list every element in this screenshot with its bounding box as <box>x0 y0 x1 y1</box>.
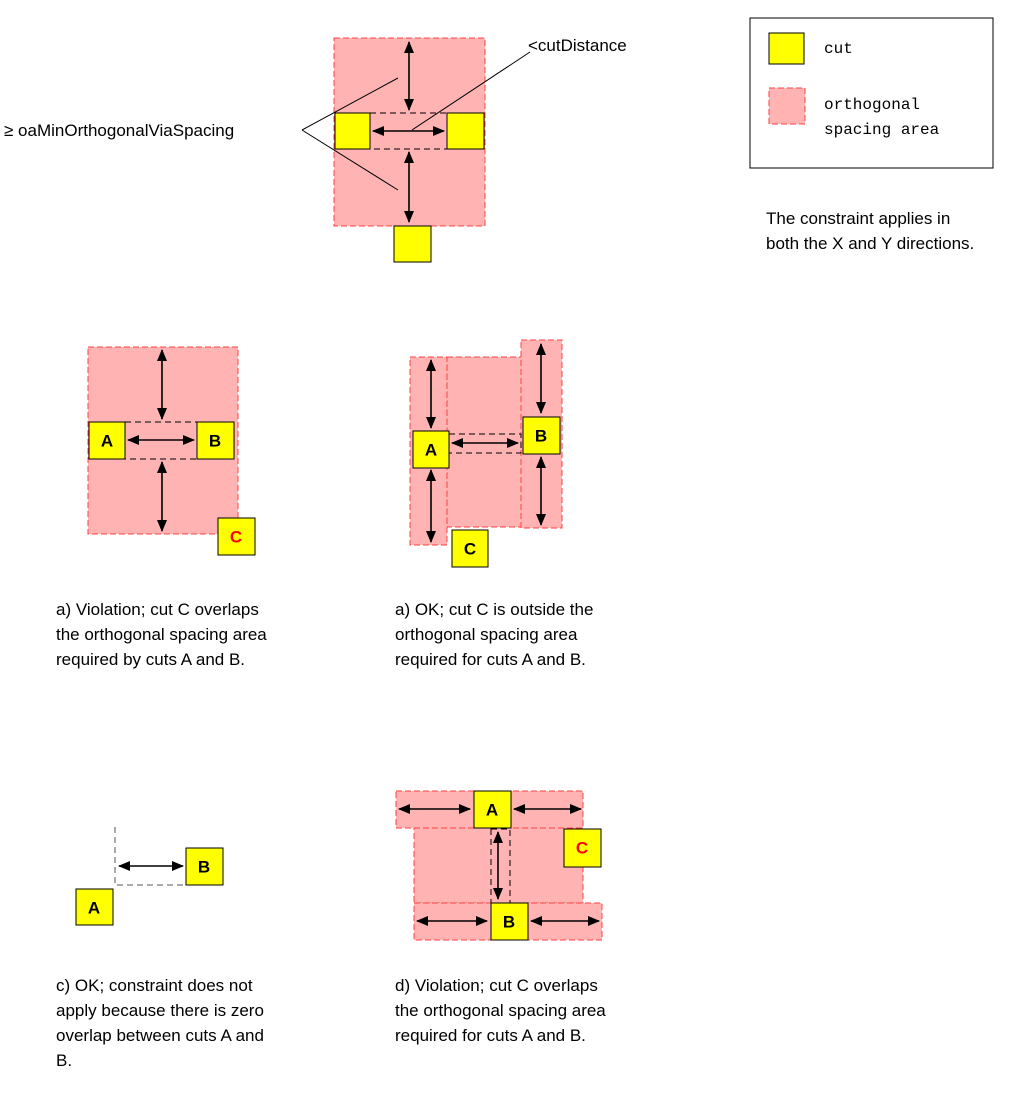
cut-b <box>196 421 235 460</box>
cut-a <box>88 421 126 460</box>
caption-d-violation: d) Violation; cut C overlaps the orthogo… <box>395 976 606 1045</box>
cut-a <box>412 430 450 469</box>
cut-a-label: A <box>425 441 437 460</box>
cut-a <box>473 790 512 829</box>
cut-b-label: B <box>503 913 515 932</box>
caption-a-ok: a) OK; cut C is outside the orthogonal s… <box>395 600 594 669</box>
legend-cut-label: cut <box>824 40 853 58</box>
cut-distance-label: <cutDistance <box>528 36 627 55</box>
constraint-note: The constraint applies in both the X and… <box>766 209 975 253</box>
cut-bottom <box>393 225 432 263</box>
top-diagram: ≥ oaMinOrthogonalViaSpacing <cutDistance <box>4 36 627 263</box>
leader-line-lower <box>301 129 399 191</box>
cut-c <box>451 529 489 568</box>
legend-area-label-line1: orthogonal <box>824 96 920 114</box>
cut-b-label: B <box>198 858 210 877</box>
legend-cut-swatch <box>768 32 805 65</box>
cut-left <box>334 112 371 150</box>
orthogonal-spacing-area-center <box>446 356 523 528</box>
cut-b-label: B <box>209 432 221 451</box>
legend: cut orthogonal spacing area <box>749 17 994 169</box>
cut-right <box>446 112 485 150</box>
cut-c-label: C <box>230 528 242 547</box>
cut-c-label: C <box>576 839 588 858</box>
legend-area-swatch <box>768 87 806 125</box>
min-spacing-label: ≥ oaMinOrthogonalViaSpacing <box>4 121 234 140</box>
diagram-c-ok: B A <box>75 827 224 926</box>
caption-c-ok: c) OK; constraint does not apply because… <box>56 976 264 1070</box>
leader-line-cut-distance <box>411 51 531 131</box>
cut-a-label: A <box>101 432 113 451</box>
cut-c <box>217 517 256 556</box>
leader-line-upper <box>301 77 399 131</box>
cut-b <box>522 416 561 455</box>
caption-a-violation: a) Violation; cut C overlaps the orthogo… <box>56 600 267 669</box>
projection-lines <box>114 827 186 886</box>
diagram-a-violation: A B C <box>87 346 256 556</box>
cut-c <box>563 828 602 868</box>
cut-a-label: A <box>88 899 100 918</box>
diagram-a-ok: A B C <box>409 339 563 568</box>
cut-b <box>185 847 224 886</box>
cut-c-label: C <box>464 540 476 559</box>
diagram-d-violation: A B C <box>395 790 603 941</box>
legend-area-label-line2: spacing area <box>824 121 940 139</box>
cut-b-label: B <box>535 427 547 446</box>
cut-a <box>75 888 114 926</box>
cut-b <box>490 902 529 941</box>
cut-a-label: A <box>486 801 498 820</box>
